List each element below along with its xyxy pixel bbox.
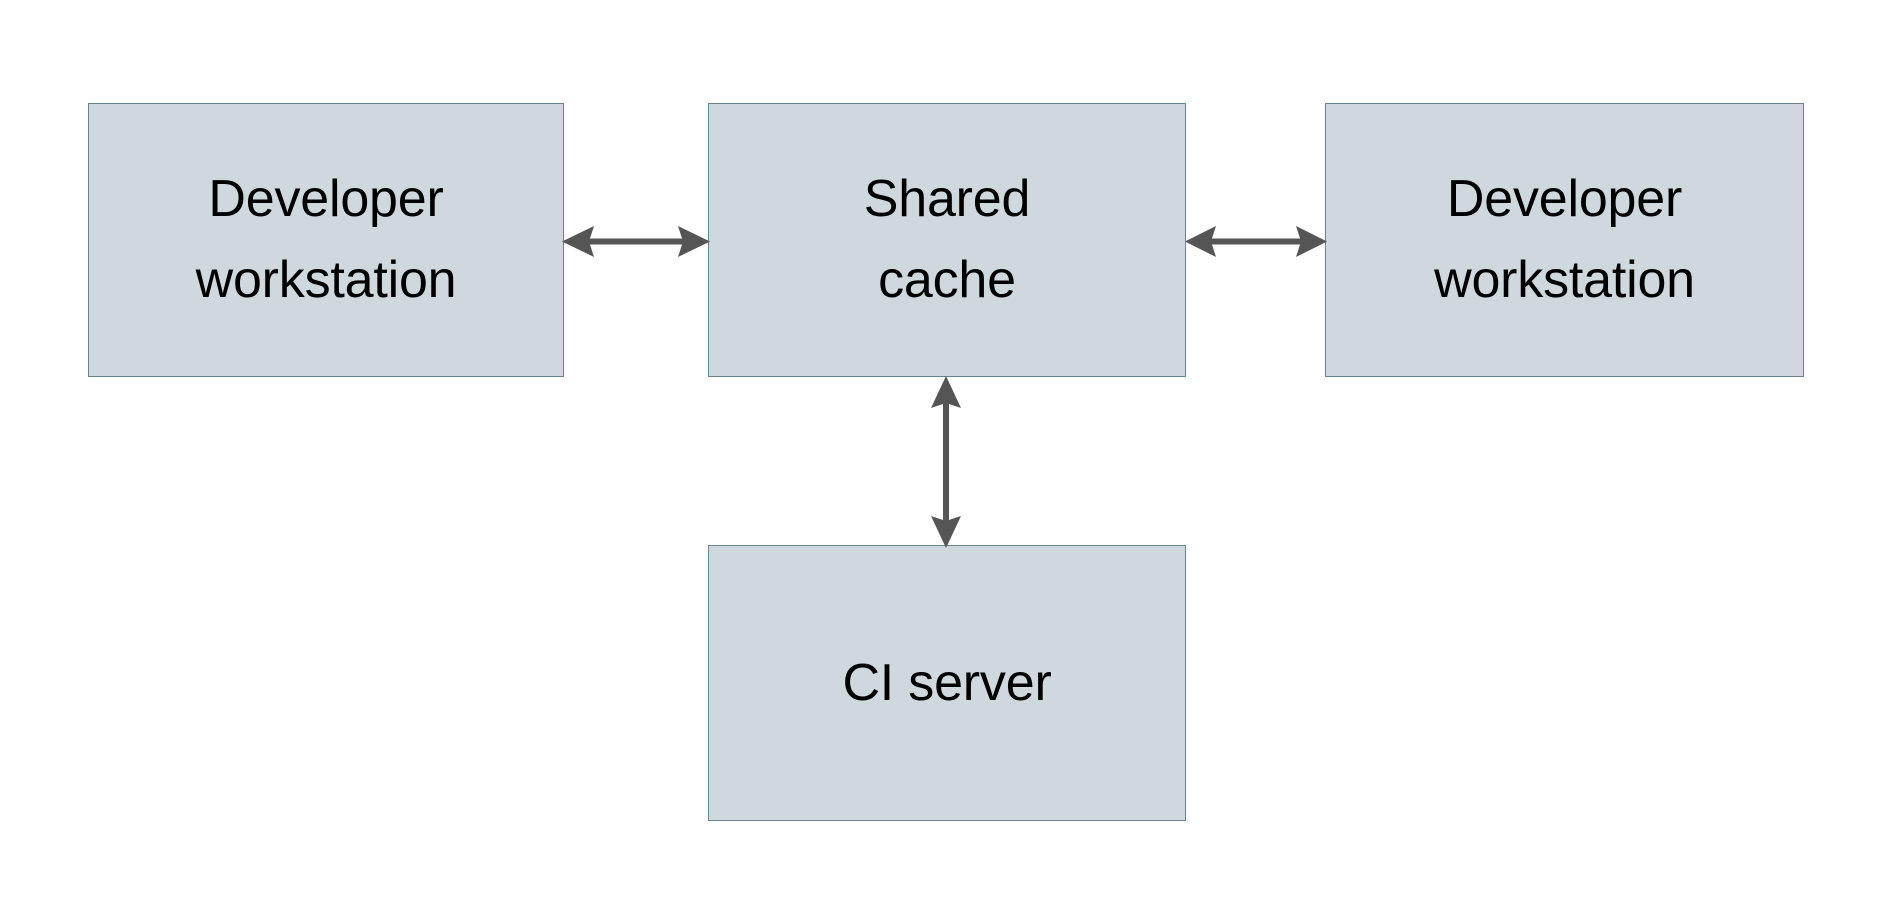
double-headed-arrow-icon bbox=[562, 226, 710, 257]
double-headed-arrow-icon bbox=[931, 376, 961, 548]
node-label: Shared cache bbox=[863, 170, 1031, 309]
double-headed-arrow-icon bbox=[1185, 226, 1327, 257]
edge-shared-cache-to-developer-workstation-right bbox=[1183, 219, 1329, 265]
node-label: CI server bbox=[842, 653, 1052, 712]
node-developer-workstation-left[interactable]: Developer workstation bbox=[88, 103, 564, 377]
node-developer-workstation-right[interactable]: Developer workstation bbox=[1325, 103, 1804, 377]
node-label: Developer workstation bbox=[195, 170, 457, 309]
node-ci-server[interactable]: CI server bbox=[708, 545, 1186, 821]
node-shared-cache[interactable]: Shared cache bbox=[708, 103, 1186, 377]
edge-shared-cache-to-ci-server bbox=[921, 374, 971, 550]
node-label: Developer workstation bbox=[1434, 170, 1695, 309]
edge-developer-workstation-left-to-shared-cache bbox=[560, 219, 712, 265]
